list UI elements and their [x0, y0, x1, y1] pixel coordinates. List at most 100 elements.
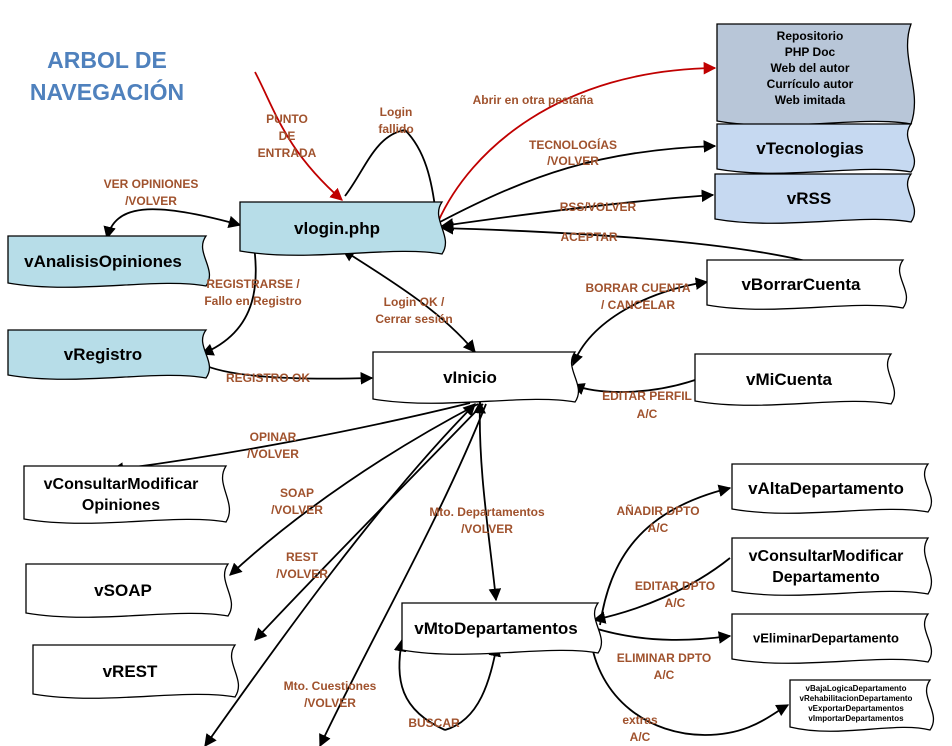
node-extras-list-label-3: vExportarDepartamentos [808, 704, 904, 713]
node-vborrar-cuenta-label-1: vBorrarCuenta [741, 275, 861, 294]
label-extras-line-1: extras [622, 713, 658, 727]
edge-extras [589, 634, 790, 736]
node-vtecnologias-label-1: vTecnologias [756, 139, 863, 158]
label-anadir-dpto-line-2: A/C [648, 521, 669, 535]
label-editar-dpto-line-2: A/C [665, 596, 686, 610]
node-extras-list: vBajaLogicaDepartamentovRehabilitacionDe… [789, 679, 935, 732]
edge-to-bottom-left [204, 403, 476, 746]
node-vmicuenta: vMiCuenta [694, 353, 896, 406]
node-vconsultar-opiniones-label-1: vConsultarModificar [44, 476, 199, 493]
label-anadir-dpto-line-1: AÑADIR DPTO [616, 503, 699, 518]
label-editar-perfil-line-2: A/C [637, 407, 658, 421]
edge-rss [440, 189, 715, 231]
edge-editar-perfil [571, 379, 696, 395]
node-vanalisis-opiniones: vAnalisisOpiniones [7, 235, 211, 288]
label-soap: SOAP/VOLVER [271, 486, 323, 517]
label-editar-dpto: EDITAR DPTO A/C [635, 579, 715, 610]
label-rss: RSS/VOLVER [560, 200, 637, 214]
label-mto-departamentos: Mto. Departamentos/VOLVER [429, 505, 545, 536]
node-vregistro-label-1: vRegistro [64, 345, 142, 364]
label-rest: REST/VOLVER [276, 550, 328, 581]
label-punto-entrada-line-3: ENTRADA [258, 146, 317, 160]
label-extras-line-2: A/C [630, 730, 651, 744]
label-aceptar-line-1: ACEPTAR [560, 230, 617, 244]
label-editar-dpto-line-1: EDITAR DPTO [635, 579, 715, 593]
label-mto-cuestiones-line-1: Mto. Cuestiones [284, 679, 377, 693]
node-vinicio-label-1: vInicio [443, 368, 497, 387]
node-repositorio-label-2: PHP Doc [785, 45, 836, 59]
label-rest-line-2: /VOLVER [276, 567, 328, 581]
label-soap-line-2: /VOLVER [271, 503, 323, 517]
label-opinar-line-2: /VOLVER [247, 447, 299, 461]
node-vinicio: vInicio [372, 351, 580, 404]
node-vsoap: vSOAP [25, 563, 233, 618]
label-login-fallido: Login fallido [378, 105, 413, 136]
node-vconsultar-departamento-label-2: Departamento [772, 569, 880, 586]
label-rest-line-1: REST [286, 550, 319, 564]
label-mto-cuestiones-line-2: /VOLVER [304, 696, 356, 710]
label-anadir-dpto: AÑADIR DPTO A/C [616, 503, 699, 535]
edge-editar-dpto [592, 557, 731, 624]
edge-login-ok [341, 249, 476, 353]
label-registrarse-line-1: REGISTRARSE / [206, 277, 300, 291]
edge-buscar-2 [444, 643, 501, 731]
label-soap-line-1: SOAP [280, 486, 314, 500]
edge-borrar-cuenta [571, 277, 709, 367]
edge-login-fallido [344, 129, 441, 217]
node-extras-list-label-4: vImportarDepartamentos [808, 714, 904, 723]
node-vsoap-label-1: vSOAP [94, 581, 152, 600]
node-vrest: vREST [32, 644, 240, 699]
label-tecnologias: TECNOLOGÍAS/VOLVER [529, 137, 617, 168]
node-repositorio-label-4: Currículo autor [767, 77, 854, 91]
label-buscar-line-1: BUSCAR [408, 716, 460, 730]
label-aceptar: ACEPTAR [560, 230, 617, 244]
edge-anadir-dpto [599, 484, 732, 626]
edge-buscar-1 [393, 638, 446, 731]
edge-mto-cuestiones [319, 403, 487, 746]
node-vconsultar-opiniones-label-2: Opiniones [82, 497, 160, 514]
node-vanalisis-opiniones-label-1: vAnalisisOpiniones [24, 252, 182, 271]
node-extras-list-label-1: vBajaLogicaDepartamento [806, 684, 907, 693]
label-registro-ok: REGISTRO OK [226, 371, 310, 385]
label-eliminar-dpto-line-2: A/C [654, 668, 675, 682]
label-login-fallido-line-2: fallido [378, 122, 413, 136]
node-vtecnologias: vTecnologias [716, 123, 916, 174]
node-vrest-label-1: vREST [103, 662, 158, 681]
label-ver-opiniones-line-1: VER OPINIONES [104, 177, 199, 191]
label-registrarse: REGISTRARSE /Fallo en Registro [204, 277, 301, 308]
label-buscar: BUSCAR [408, 716, 460, 730]
label-punto-entrada-line-1: PUNTO [266, 112, 308, 126]
label-login-fallido-line-1: Login [380, 105, 413, 119]
node-vmto-departamentos: vMtoDepartamentos [401, 602, 603, 655]
node-vmicuenta-label-1: vMiCuenta [746, 370, 833, 389]
node-vborrar-cuenta: vBorrarCuenta [706, 259, 908, 310]
label-login-ok-line-2: Cerrar sesión [375, 312, 452, 326]
label-registro-ok-line-1: REGISTRO OK [226, 371, 310, 385]
label-mto-departamentos-line-2: /VOLVER [461, 522, 513, 536]
label-borrar-cuenta: BORRAR CUENTA/ CANCELAR [585, 281, 690, 312]
node-valta-departamento: vAltaDepartamento [731, 463, 933, 514]
node-vconsultar-departamento-label-1: vConsultarModificar [749, 548, 904, 565]
label-abrir-pestana: Abrir en otra pestaña [473, 93, 594, 107]
edge-punto-entrada [254, 71, 343, 201]
label-tecnologias-line-2: /VOLVER [547, 154, 599, 168]
node-repositorio-label-1: Repositorio [777, 29, 844, 43]
node-valta-departamento-label-1: vAltaDepartamento [748, 479, 904, 498]
label-login-ok-line-1: Login OK / [384, 295, 445, 309]
edge-aceptar [440, 222, 811, 263]
label-mto-cuestiones: Mto. Cuestiones/VOLVER [284, 679, 377, 710]
title-line-2: NAVEGACIÓN [29, 79, 185, 105]
label-borrar-cuenta-line-2: / CANCELAR [601, 298, 675, 312]
node-repositorio-label-3: Web del autor [770, 61, 849, 75]
node-vlogin-label-1: vlogin.php [294, 219, 380, 238]
node-veliminar-departamento-label-1: vEliminarDepartamento [753, 631, 899, 646]
label-opinar-line-1: OPINAR [250, 430, 297, 444]
node-vmto-departamentos-label-1: vMtoDepartamentos [414, 619, 577, 638]
label-abrir-pestana-line-1: Abrir en otra pestaña [473, 93, 594, 107]
label-login-ok: Login OK / Cerrar sesión [375, 295, 452, 326]
